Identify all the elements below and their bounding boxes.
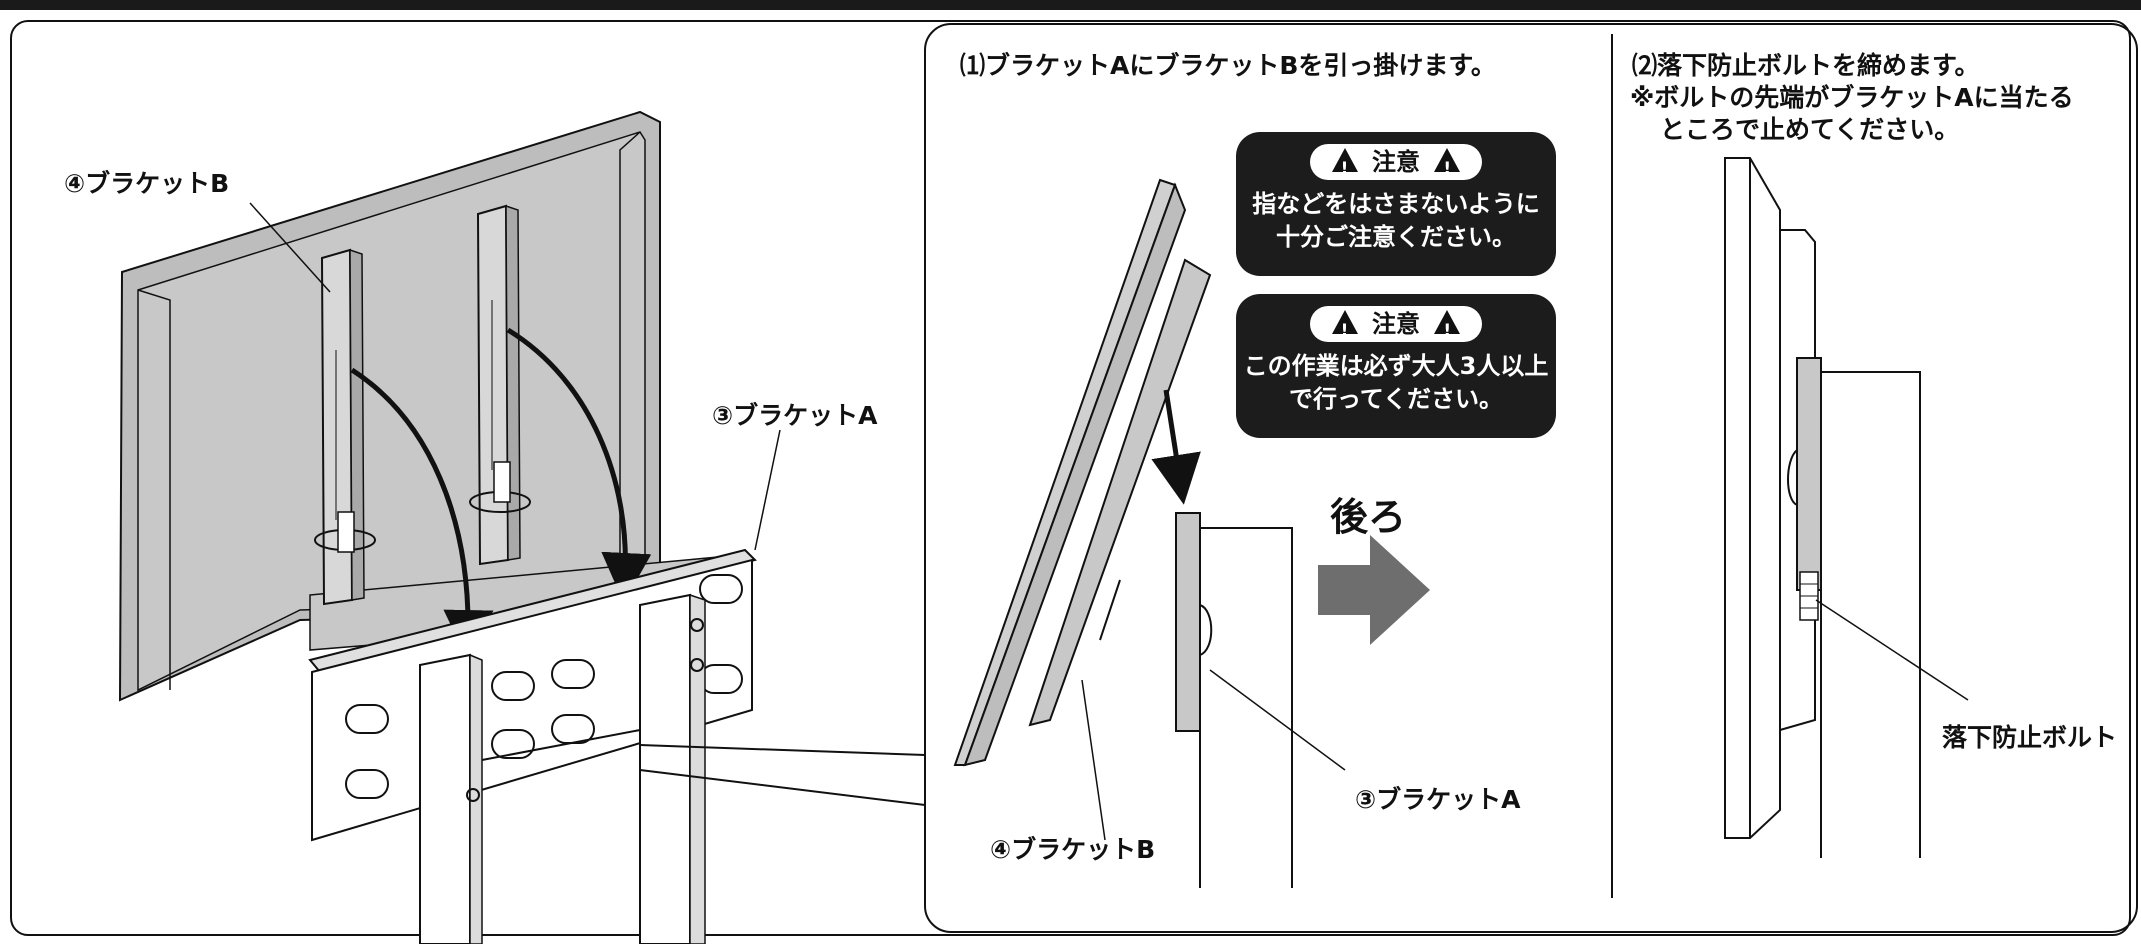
step1-bracket-a — [1175, 512, 1293, 888]
leader-bracket-a-step1 — [1209, 669, 1346, 771]
step1-heading: ⑴ブラケットAにブラケットBを引っ掛けます。 — [960, 51, 1496, 80]
hang-arrow-left — [350, 367, 494, 660]
caution-title: 注意 — [1372, 310, 1420, 338]
caution-text: この作業は必ず大人3人以上 — [1243, 352, 1549, 380]
warning-icon — [1331, 148, 1358, 187]
step2-heading-line3: ところで止めてください。 — [1660, 115, 1960, 144]
bracket-b-right — [469, 204, 531, 566]
leader-bracket-b-left — [249, 202, 331, 293]
caution-title: 注意 — [1372, 148, 1420, 176]
stand-posts — [419, 593, 706, 944]
label-bracket-a-left: ③ブラケットA — [712, 401, 878, 430]
caution-pill: 注意 — [1309, 306, 1483, 349]
label-bracket-a-step1: ③ブラケットA — [1355, 785, 1521, 814]
leader-fall-bolt — [1815, 599, 1969, 701]
zoom-line-top — [639, 744, 926, 756]
bracket-b-left — [314, 248, 376, 606]
warning-icon — [1434, 310, 1461, 349]
warning-icon — [1331, 310, 1358, 349]
step2-heading-line1: ⑵落下防止ボルトを締めます。 — [1632, 51, 1980, 80]
step-panel — [924, 23, 2138, 933]
caution-box-1: 注意 指などをはさまないように 十分ご注意ください。 — [1236, 132, 1556, 276]
outer-frame — [10, 20, 2131, 936]
zoom-line-bottom — [639, 769, 926, 806]
warning-icon — [1434, 148, 1461, 187]
leader-bracket-b-step1 — [1081, 679, 1106, 841]
label-back: 後ろ — [1330, 495, 1407, 539]
hang-arrow-right — [506, 327, 652, 603]
caution-text: 十分ご注意ください。 — [1276, 223, 1516, 251]
leader-bracket-a-left — [754, 429, 781, 551]
step2-assembly — [1724, 157, 1921, 858]
label-bracket-b-step1: ④ブラケットB — [990, 835, 1156, 864]
label-fall-bolt: 落下防止ボルト — [1942, 723, 2118, 752]
step1-down-arrow — [1151, 389, 1201, 505]
caution-text: 指などをはさまないように — [1252, 190, 1540, 218]
step1-tv — [953, 178, 1212, 767]
caution-text: で行ってください。 — [1288, 385, 1504, 413]
caution-box-2: 注意 この作業は必ず大人3人以上 で行ってください。 — [1236, 294, 1556, 438]
back-arrow — [1318, 535, 1430, 645]
step2-heading-line2: ※ボルトの先端がブラケットAに当たる — [1630, 83, 2074, 112]
caution-pill: 注意 — [1309, 144, 1483, 187]
top-bar — [0, 0, 2141, 10]
label-bracket-b-left: ④ブラケットB — [64, 169, 230, 198]
